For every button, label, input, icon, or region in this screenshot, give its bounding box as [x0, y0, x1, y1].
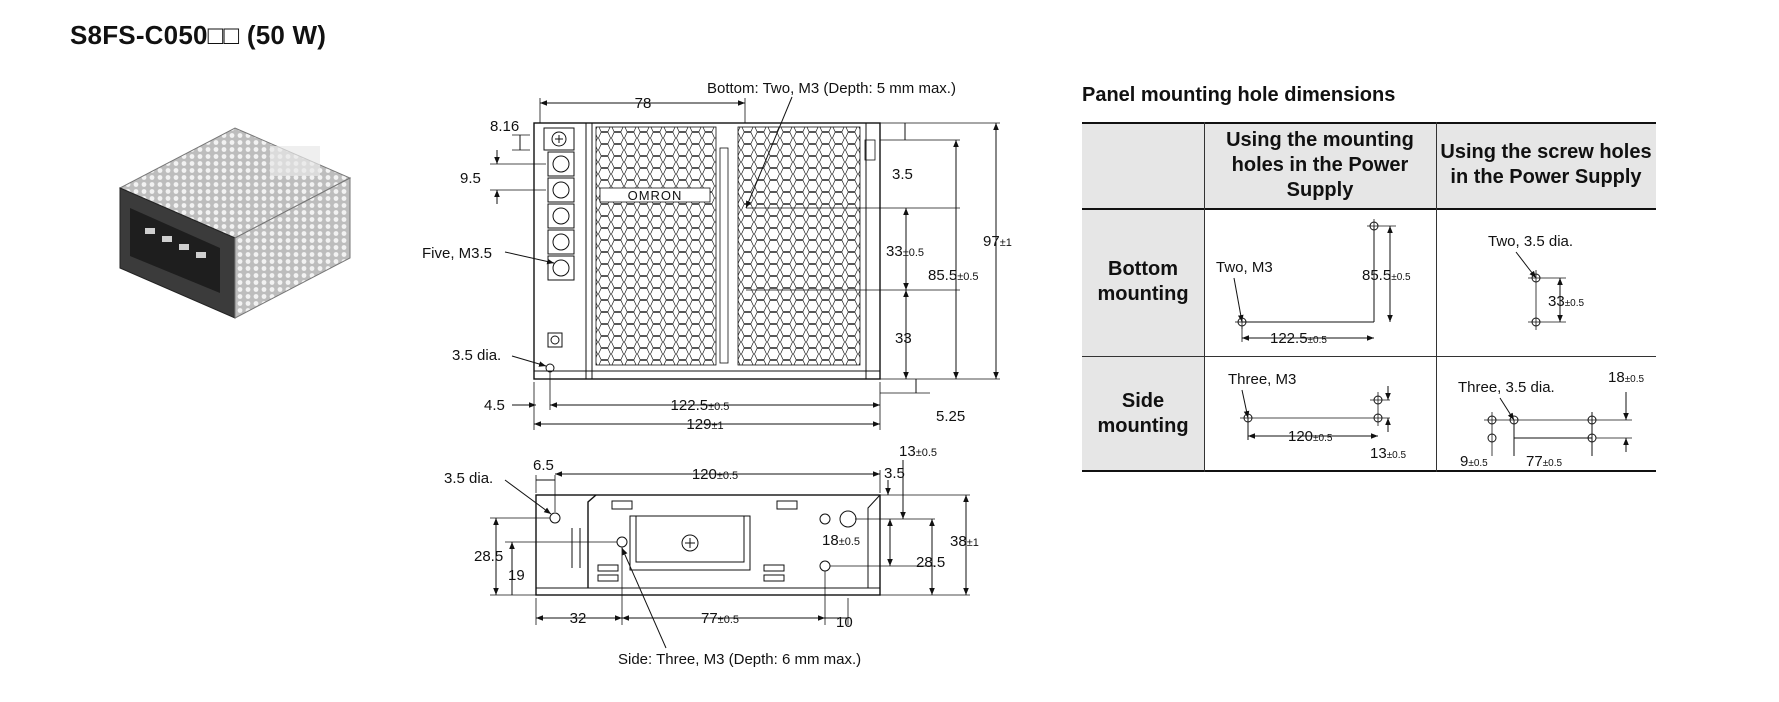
side-note: Side: Three, M3 (Depth: 6 mm max.) [618, 651, 861, 668]
ss1-a: 9±0.5 [1460, 453, 1488, 470]
terminal-screws [547, 151, 575, 281]
row-header-bottom-mounting: Bottom mounting [1097, 258, 1189, 305]
dim-5-25: 5.25 [936, 408, 965, 425]
dim-3-5-side: 3.5 [884, 465, 905, 482]
ss1-top: 18±0.5 [1608, 369, 1645, 386]
bottom-note: Bottom: Two, M3 (Depth: 5 mm max.) [707, 80, 956, 97]
dim-10: 10 [836, 614, 853, 631]
sketch-side-screw-holes: Three, 3.5 dia. 18±0.5 9±0.5 77±0.5 [1458, 369, 1645, 470]
bm1-label: Two, M3 [1216, 259, 1273, 276]
sketch-bottom-screw-holes: Two, 3.5 dia. 33±0.5 [1488, 233, 1585, 330]
col-header-screw-holes: Using the screw holes in the Power Suppl… [1440, 141, 1652, 188]
row-header-side-mounting: Side mounting [1097, 390, 1189, 437]
dim-28-5-right: 28.5 [916, 554, 945, 571]
dia-3-5-side: 3.5 dia. [444, 470, 493, 487]
dim-18: 18±0.5 [822, 532, 860, 549]
dim-4-5: 4.5 [484, 397, 505, 414]
dim-33-tol: 33±0.5 [886, 243, 924, 260]
dim-28-5-left: 28.5 [474, 548, 503, 565]
dim-9-5: 9.5 [460, 170, 481, 187]
ss1-label: Three, 3.5 dia. [1458, 379, 1555, 396]
dim-122-5: 122.5±0.5 [671, 397, 730, 414]
front-view: OMRON 78 Bottom: Two, [422, 80, 1012, 433]
dim-120: 120±0.5 [692, 466, 738, 483]
page-title: S8FS-C050□□ (50 W) [70, 20, 327, 50]
bm1-h: 122.5±0.5 [1270, 330, 1327, 347]
dim-3-5-right: 3.5 [892, 166, 913, 183]
sm1-v: 13±0.5 [1370, 445, 1407, 462]
sm1-label: Three, M3 [1228, 371, 1296, 388]
bs1-v: 33±0.5 [1548, 293, 1585, 310]
dim-32: 32 [570, 610, 587, 627]
dim-77: 77±0.5 [701, 610, 739, 627]
dim-129: 129±1 [686, 416, 723, 433]
dim-38: 38±1 [950, 533, 979, 550]
dim-78: 78 [635, 95, 652, 112]
sketch-bottom-mounting-holes: Two, M3 85.5±0.5 122.5±0.5 [1216, 219, 1411, 347]
bm1-v: 85.5±0.5 [1362, 267, 1411, 284]
dim-6-5: 6.5 [533, 457, 554, 474]
omron-logo: OMRON [628, 188, 683, 203]
sm1-h: 120±0.5 [1288, 428, 1333, 445]
col-header-mounting-holes: Using the mounting holes in the Power Su… [1226, 128, 1414, 201]
side-view: 6.5 120±0.5 3.5 dia. 13±0.5 3.5 28.5 19 … [444, 443, 979, 668]
dim-85-5: 85.5±0.5 [928, 267, 979, 284]
sketch-side-mounting-holes: Three, M3 120±0.5 13±0.5 [1228, 371, 1407, 462]
product-photo [118, 127, 352, 319]
dim-8-16: 8.16 [490, 118, 519, 135]
dim-19: 19 [508, 567, 525, 584]
terminal-block [543, 127, 575, 151]
five-m3-5: Five, M3.5 [422, 245, 492, 262]
bs1-label: Two, 3.5 dia. [1488, 233, 1573, 250]
dim-13: 13±0.5 [899, 443, 937, 460]
ss1-b: 77±0.5 [1526, 453, 1563, 470]
panel-mounting-table: Using the mounting holes in the Power Su… [1082, 122, 1656, 472]
dim-97: 97±1 [983, 233, 1012, 250]
dim-33: 33 [895, 330, 912, 347]
panel-mounting-title: Panel mounting hole dimensions [1082, 84, 1396, 106]
dia-3-5-front: 3.5 dia. [452, 347, 501, 364]
